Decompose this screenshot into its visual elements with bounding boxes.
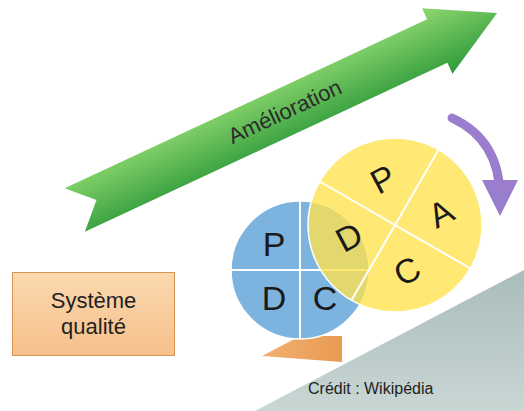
wedge [262,336,342,362]
pdca-wheel: PACD [307,137,483,313]
box-outline [13,273,175,356]
pdca-letter: P [263,227,286,261]
quality-system-box: Système qualité [12,272,175,356]
quadrant-line [299,201,301,339]
box-label: Système qualité [24,288,163,341]
pdca-letter: D [262,281,287,315]
quadrant-line [352,150,439,301]
credit-note: Crédit : Wikipédia [308,380,433,398]
wheel-disc [308,138,482,312]
